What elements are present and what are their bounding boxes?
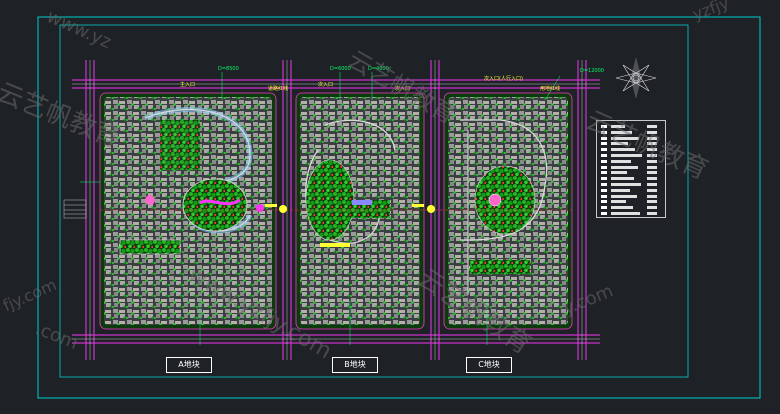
annotation-dimension-4: D=12000: [580, 68, 604, 74]
legend-text-line: [611, 188, 630, 192]
legend-text-line: [611, 200, 626, 204]
legend-swatch: [601, 171, 607, 175]
legend-text-line: [611, 130, 632, 134]
legend-row: [599, 130, 663, 136]
legend-row: [599, 136, 663, 142]
annotation-dimension-2: D=6000: [330, 66, 351, 72]
legend-swatch: [601, 130, 607, 134]
legend-value-line: [647, 136, 657, 140]
block-a-label: A地块: [166, 357, 212, 373]
legend-swatch: [601, 200, 607, 204]
legend-row: [599, 165, 663, 171]
legend-text-line: [611, 125, 625, 128]
legend-text-line: [611, 171, 627, 175]
legend-swatch: [601, 125, 607, 128]
legend-row: [599, 199, 663, 205]
block-c-label: C地块: [466, 357, 512, 373]
legend-value-line: [647, 165, 657, 169]
block-b-site-plan: [295, 92, 425, 330]
annotation-secondary-entrance-b: 次入口: [318, 82, 334, 88]
block-b-label: B地块: [332, 357, 378, 373]
legend-swatch: [601, 183, 607, 186]
left-side-detail: [63, 199, 87, 219]
legend-value-line: [647, 148, 657, 152]
legend-row: [599, 141, 663, 147]
legend-value-line: [647, 188, 657, 192]
legend-row: [599, 194, 663, 200]
legend-swatch: [601, 177, 607, 181]
north-arrow-icon: [615, 57, 657, 99]
legend-text-line: [611, 177, 634, 181]
legend-swatch: [601, 194, 607, 198]
legend-text-line: [611, 194, 637, 198]
legend-value-line: [647, 194, 657, 198]
legend-row: [599, 182, 663, 188]
legend-swatch: [601, 142, 607, 146]
inner-frame: [59, 24, 689, 378]
block-a-site-plan: [99, 92, 277, 330]
legend-row: [599, 147, 663, 153]
annotation-site-red-line: 用地红线: [540, 86, 561, 92]
legend-row: [599, 211, 663, 217]
legend-value-line: [647, 206, 657, 210]
legend-value-line: [647, 177, 657, 181]
gate-markers: [265, 204, 435, 213]
outer-frame: [37, 16, 761, 399]
legend-text-line: [611, 136, 639, 140]
legend-text-line: [611, 148, 635, 152]
annotation-main-entrance: 主入口: [180, 82, 196, 88]
legend-value-line: [647, 171, 657, 175]
legend-swatch: [601, 148, 607, 152]
legend-swatch: [601, 159, 607, 163]
legend-text-line: [611, 183, 641, 186]
legend-row: [599, 170, 663, 176]
legend-value-line: [647, 159, 657, 163]
block-c-site-plan: [443, 92, 573, 330]
legend-swatch: [601, 136, 607, 140]
leader-lines: [80, 72, 561, 345]
legend-row: [599, 176, 663, 182]
legend-swatch: [601, 154, 607, 157]
annotation-road-red-line: 道路红线: [268, 86, 289, 92]
legend-text-line: [611, 154, 642, 157]
legend-swatch: [601, 165, 607, 169]
legend-table: [596, 120, 666, 218]
annotation-dimension-1: D=8500: [218, 66, 239, 72]
annotation-pedestrian-entrance: 次入口(人行入口): [484, 76, 523, 82]
legend-row: [599, 124, 663, 130]
legend-text-line: [611, 206, 633, 210]
legend-text-line: [611, 165, 638, 169]
legend-text-line: [611, 159, 631, 163]
legend-row: [599, 159, 663, 165]
legend-row: [599, 205, 663, 211]
legend-value-line: [647, 154, 657, 157]
annotation-dimension-3: D=4000: [368, 66, 389, 72]
legend-row: [599, 153, 663, 159]
legend-row: [599, 188, 663, 194]
legend-text-line: [611, 142, 628, 146]
legend-swatch: [601, 206, 607, 210]
legend-value-line: [647, 183, 657, 186]
legend-swatch: [601, 212, 607, 215]
legend-value-line: [647, 130, 657, 134]
legend-value-line: [647, 142, 657, 146]
annotation-secondary-entrance-c: 次入口: [395, 86, 411, 92]
legend-swatch: [601, 188, 607, 192]
legend-value-line: [647, 125, 657, 128]
legend-text-line: [611, 212, 640, 215]
legend-value-line: [647, 200, 657, 204]
legend-value-line: [647, 212, 657, 215]
